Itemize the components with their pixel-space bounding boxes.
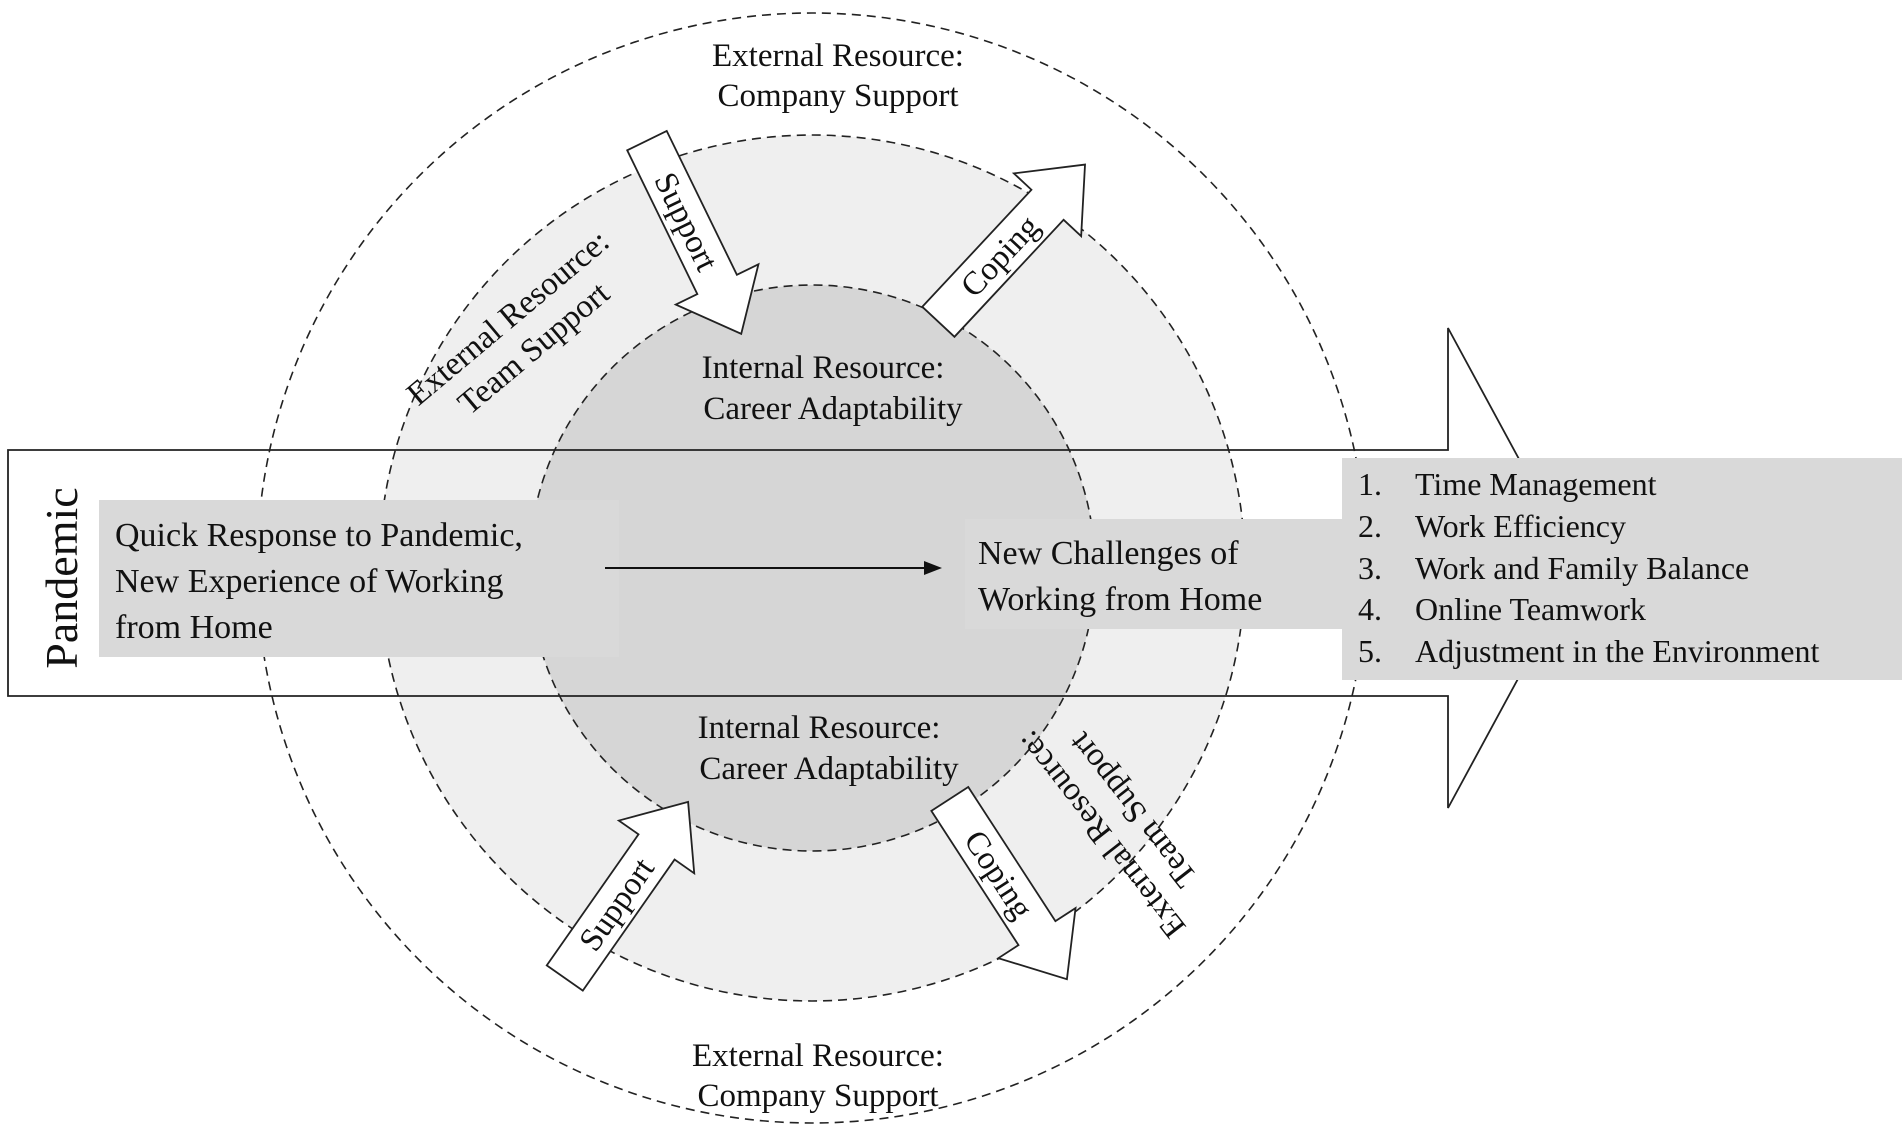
challenge-num: 5. <box>1358 633 1382 669</box>
company-bottom-line2: Company Support <box>697 1078 938 1114</box>
challenges-list: 1. Time Management 2. Work Efficiency 3.… <box>1358 466 1820 669</box>
company-bottom-line1: External Resource: <box>692 1038 944 1074</box>
challenges-box <box>1342 458 1902 680</box>
coping-bottom-arrow-shape <box>930 785 1077 981</box>
challenge-num: 4. <box>1358 591 1382 627</box>
start-box-line3: from Home <box>115 609 273 646</box>
internal-top-line1: Internal Resource: <box>702 350 945 386</box>
internal-bottom-line1: Internal Resource: <box>698 710 941 746</box>
connector-arrowhead <box>924 561 942 575</box>
company-top-line2: Company Support <box>717 78 958 114</box>
challenge-num: 2. <box>1358 508 1382 544</box>
end-box <box>965 519 1342 629</box>
start-box <box>99 500 619 657</box>
end-box-line1: New Challenges of <box>978 535 1239 572</box>
end-box-line2: Working from Home <box>978 581 1262 618</box>
challenge-text: Online Teamwork <box>1415 591 1646 627</box>
company-top-line1: External Resource: <box>712 38 964 74</box>
challenge-num: 3. <box>1358 550 1382 586</box>
internal-bottom-line2: Career Adaptability <box>699 751 959 787</box>
pandemic-label: Pandemic <box>36 487 87 668</box>
challenge-text: Time Management <box>1415 466 1657 502</box>
support-bottom-arrow-shape <box>545 800 696 992</box>
challenge-text: Work Efficiency <box>1415 508 1626 544</box>
coping-top-arrow-shape <box>921 163 1086 339</box>
challenge-num: 1. <box>1358 466 1382 502</box>
internal-top-line2: Career Adaptability <box>703 391 963 427</box>
start-box-line2: New Experience of Working <box>115 563 503 600</box>
main-flow-arrow <box>7 327 1580 809</box>
start-box-line1: Quick Response to Pandemic, <box>115 517 523 554</box>
support-top-arrow-shape <box>625 129 760 336</box>
challenge-text: Adjustment in the Environment <box>1415 633 1820 669</box>
challenge-text: Work and Family Balance <box>1415 550 1749 586</box>
